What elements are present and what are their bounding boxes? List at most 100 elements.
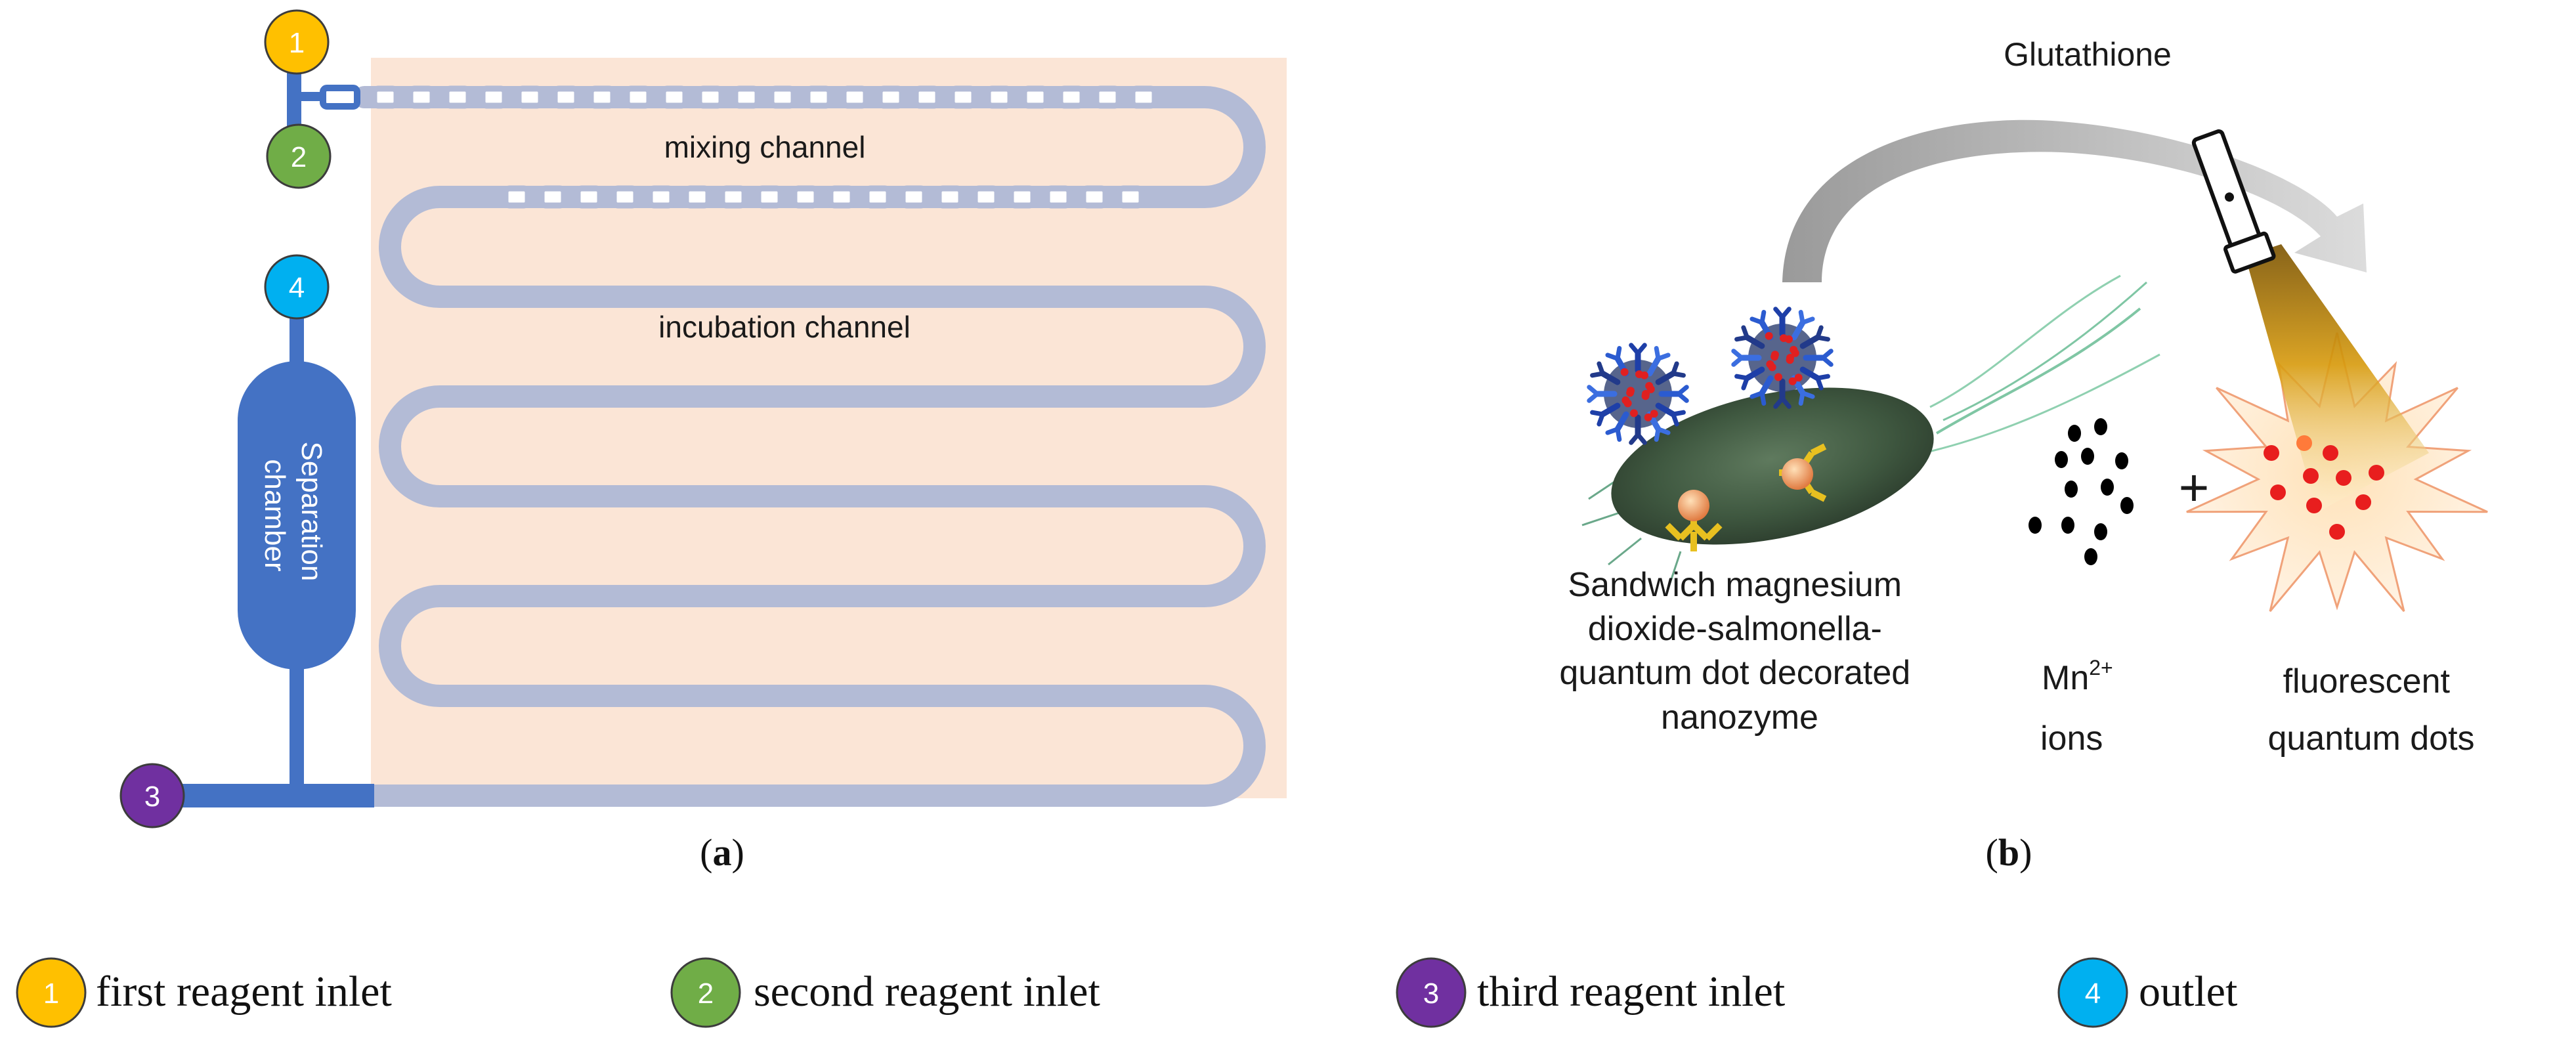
mixing-second-link bbox=[502, 185, 531, 209]
flashlight-icon bbox=[2191, 129, 2276, 274]
mixing-top-link bbox=[479, 85, 508, 109]
mixing-top-link bbox=[1021, 85, 1050, 109]
mixing-top-link bbox=[985, 85, 1014, 109]
mixing-top-link bbox=[1057, 85, 1086, 109]
caption-b-close: ) bbox=[2019, 831, 2032, 874]
caption-b-letter: b bbox=[1998, 831, 2019, 874]
mixing-top-link bbox=[660, 85, 689, 109]
mixing-second-link bbox=[1116, 185, 1145, 209]
panel-b: Glutathione Sandwich magnesium dioxide-s… bbox=[1559, 36, 2488, 874]
mixing-top-link bbox=[407, 85, 436, 109]
fluorescent-label: fluorescent quantum dots bbox=[2267, 662, 2474, 758]
separation-label-line2: chamber bbox=[259, 459, 291, 571]
node-4-number: 4 bbox=[289, 272, 305, 304]
caption-b-open: ( bbox=[1986, 831, 1998, 874]
mixing-second-link bbox=[611, 185, 639, 209]
ions-label: ions bbox=[2040, 720, 2103, 758]
caption-a-close: ) bbox=[732, 831, 744, 874]
node-4: 4 bbox=[264, 254, 330, 320]
separation-label-line1: Separation bbox=[295, 441, 328, 581]
mixing-top-link bbox=[588, 85, 616, 109]
legend-1-number: 1 bbox=[43, 978, 59, 1010]
node-2: 2 bbox=[266, 123, 332, 189]
quantum-dots bbox=[2264, 435, 2384, 540]
magnetic-bead-2 bbox=[1779, 443, 1827, 502]
node-1: 1 bbox=[264, 9, 330, 75]
caption-a: (a) bbox=[700, 831, 744, 874]
mixing-top-link bbox=[876, 85, 905, 109]
mixing-second-link bbox=[647, 185, 676, 209]
legend-4-text: outlet bbox=[2139, 968, 2237, 1016]
mixing-channel-links-second bbox=[502, 185, 1145, 209]
caption-a-letter: a bbox=[713, 831, 732, 874]
chip-background bbox=[371, 58, 1287, 798]
mixing-top-link bbox=[840, 85, 869, 109]
sandwich-line-2: dioxide-salmonella- bbox=[1588, 610, 1882, 648]
mixing-top-link bbox=[443, 85, 472, 109]
legend-1-text: first reagent inlet bbox=[96, 968, 392, 1016]
mixing-top-link bbox=[912, 85, 941, 109]
mixing-top-link bbox=[696, 85, 725, 109]
chamber-drain bbox=[290, 663, 304, 794]
legend-item-4: 4 outlet bbox=[2057, 957, 2237, 1028]
nanozyme-cluster-left bbox=[1587, 343, 1689, 445]
mixing-second-link bbox=[538, 185, 567, 209]
mixing-second-link bbox=[1008, 185, 1037, 209]
caption-a-open: ( bbox=[700, 831, 712, 874]
mixing-channel-label: mixing channel bbox=[664, 130, 866, 164]
sandwich-line-3: quantum dot decorated bbox=[1559, 654, 1910, 692]
mixing-top-link bbox=[1129, 85, 1158, 109]
mixing-second-link bbox=[719, 185, 748, 209]
mixing-top-link bbox=[515, 85, 544, 109]
panel-a: Separation chamber 1 2 4 3 mixing channe… bbox=[119, 9, 1287, 874]
separation-chamber bbox=[238, 361, 356, 670]
legend-item-1: 1 first reagent inlet bbox=[16, 957, 392, 1028]
mixing-second-link bbox=[574, 185, 603, 209]
legend-2-text: second reagent inlet bbox=[754, 968, 1100, 1016]
mn-label: Mn2+ bbox=[2042, 656, 2113, 697]
mn-ion-dots bbox=[2029, 418, 2134, 565]
mn-superscript: 2+ bbox=[2089, 656, 2113, 679]
separation-label: Separation chamber bbox=[259, 441, 328, 589]
mn-base: Mn bbox=[2042, 659, 2089, 697]
mixing-top-link bbox=[1093, 85, 1122, 109]
mixing-second-link bbox=[683, 185, 712, 209]
mixing-second-link bbox=[1044, 185, 1073, 209]
node-3-number: 3 bbox=[144, 781, 160, 813]
serpentine-channel bbox=[343, 86, 1266, 807]
mixing-top-link bbox=[624, 85, 653, 109]
mixing-top-link bbox=[768, 85, 797, 109]
legend-2-number: 2 bbox=[698, 978, 714, 1010]
legend-4-number: 4 bbox=[2085, 978, 2101, 1010]
mixing-top-link bbox=[551, 85, 580, 109]
legend-item-3: 3 third reagent inlet bbox=[1396, 957, 1785, 1028]
mixing-top-link bbox=[732, 85, 761, 109]
mixing-second-link bbox=[935, 185, 964, 209]
mixing-second-link bbox=[863, 185, 892, 209]
sandwich-line-1: Sandwich magnesium bbox=[1568, 566, 1902, 604]
light-beam bbox=[2245, 244, 2429, 512]
legend-item-2: 2 second reagent inlet bbox=[670, 957, 1100, 1028]
mixing-top-link bbox=[949, 85, 977, 109]
node-3: 3 bbox=[119, 763, 185, 828]
mixing-second-link bbox=[755, 185, 784, 209]
mixing-top-link bbox=[371, 85, 400, 109]
mixing-top-link bbox=[804, 85, 833, 109]
fluorescent-line-2: quantum dots bbox=[2267, 720, 2474, 758]
node-2-number: 2 bbox=[291, 141, 307, 173]
mixing-second-link bbox=[972, 185, 1000, 209]
caption-b: (b) bbox=[1986, 831, 2032, 874]
legend: 1 first reagent inlet 2 second reagent i… bbox=[16, 957, 2237, 1028]
outlet-stem bbox=[290, 309, 304, 374]
inlet-link bbox=[320, 85, 360, 110]
sandwich-line-4: nanozyme bbox=[1661, 698, 1818, 737]
mixing-second-link bbox=[791, 185, 820, 209]
glutathione-label: Glutathione bbox=[2004, 36, 2172, 73]
legend-3-text: third reagent inlet bbox=[1477, 968, 1785, 1016]
magnetic-bead-1 bbox=[1665, 490, 1723, 551]
incubation-channel-label: incubation channel bbox=[658, 310, 911, 344]
node-1-number: 1 bbox=[289, 27, 305, 59]
inlet-connector bbox=[301, 92, 321, 101]
